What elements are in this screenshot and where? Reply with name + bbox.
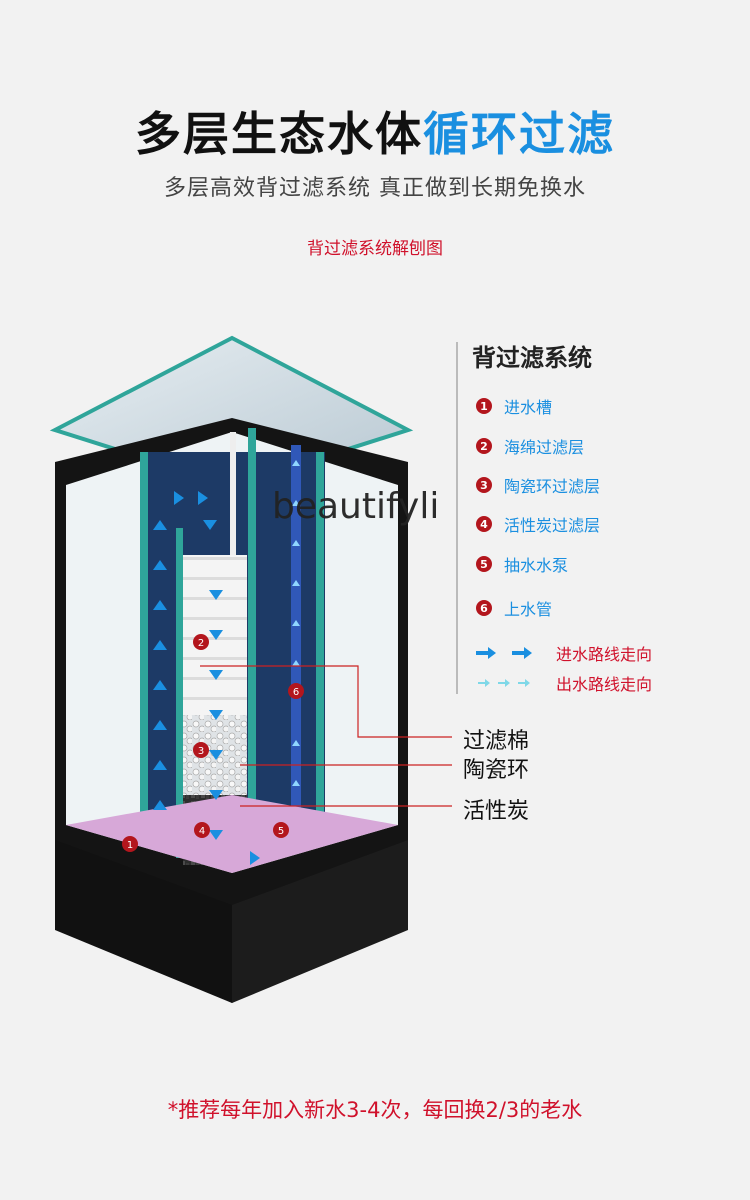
svg-text:6: 6 (293, 687, 299, 698)
outlet-arrow-icon (476, 676, 548, 690)
legend-item-label: 陶瓷环过滤层 (504, 477, 601, 496)
svg-text:2: 2 (198, 638, 204, 649)
legend-item-label: 海绵过滤层 (504, 438, 585, 457)
cabinet-right (232, 840, 408, 1003)
tube-up-arrows (292, 460, 300, 786)
route-label: 进水路线走向 (556, 645, 653, 664)
callout-carbon: 活性炭 (463, 799, 530, 824)
route-outlet: 出水路线走向 (476, 671, 652, 695)
svg-text:1: 1 (127, 840, 133, 851)
svg-text:4: 4 (199, 826, 205, 837)
marker-3: 3 (193, 742, 209, 758)
page-subtitle: 多层高效背过滤系统 真正做到长期免换水 (164, 176, 586, 201)
legend-item-label: 进水槽 (504, 398, 553, 417)
top-right-arrows (174, 491, 260, 865)
route-label: 出水路线走向 (556, 675, 653, 694)
legend-item: 3 陶瓷环过滤层 (476, 473, 600, 497)
legend-item: 1 进水槽 (476, 394, 552, 418)
marker-5: 5 (273, 822, 289, 838)
cabinet-left (55, 840, 232, 1003)
callout-sponge: 过滤棉 (463, 729, 530, 754)
marker-6: 6 (288, 683, 304, 699)
marker-4: 4 (194, 822, 210, 838)
marker-1: 1 (122, 836, 138, 852)
number-badge: 4 (476, 516, 492, 532)
number-badge: 2 (476, 438, 492, 454)
legend-item-label: 抽水水泵 (504, 556, 569, 575)
marker-2: 2 (193, 634, 209, 650)
tank-floor (66, 795, 398, 873)
route-inlet: 进水路线走向 (476, 641, 652, 665)
number-badge: 3 (476, 477, 492, 493)
legend-divider (456, 342, 458, 694)
legend-item: 4 活性炭过滤层 (476, 512, 600, 536)
svg-text:5: 5 (278, 826, 284, 837)
number-badge: 5 (476, 556, 492, 572)
callout-line-sponge (200, 665, 452, 738)
legend-title: 背过滤系统 (472, 344, 592, 372)
legend-item-label: 活性炭过滤层 (504, 516, 601, 535)
legend-item: 5 抽水水泵 (476, 552, 568, 576)
title-main: 多层生态水体 (135, 107, 423, 161)
inlet-up-arrows (153, 520, 167, 810)
legend-item: 2 海绵过滤层 (476, 434, 584, 458)
divider-wall (248, 428, 256, 848)
divider-wall (316, 452, 324, 832)
watermark-text: beautifyli (272, 486, 440, 527)
callout-ceramic: 陶瓷环 (463, 758, 530, 783)
inlet-arrow-icon (476, 646, 548, 660)
media-down-arrows (203, 520, 223, 840)
number-badge: 6 (476, 600, 492, 616)
svg-text:3: 3 (198, 746, 204, 757)
divider-wall (176, 528, 183, 858)
footnote: *推荐每年加入新水3-4次，每回换2/3的老水 (167, 1098, 583, 1122)
title-highlight: 循环过滤 (423, 107, 615, 161)
number-badge: 1 (476, 398, 492, 414)
legend-item: 6 上水管 (476, 596, 552, 620)
legend-item-label: 上水管 (504, 600, 553, 619)
divider-wall (140, 452, 148, 842)
uplift-tube (291, 445, 301, 815)
diagram-caption: 背过滤系统解刨图 (307, 239, 443, 259)
page-title: 多层生态水体循环过滤 (0, 98, 750, 164)
